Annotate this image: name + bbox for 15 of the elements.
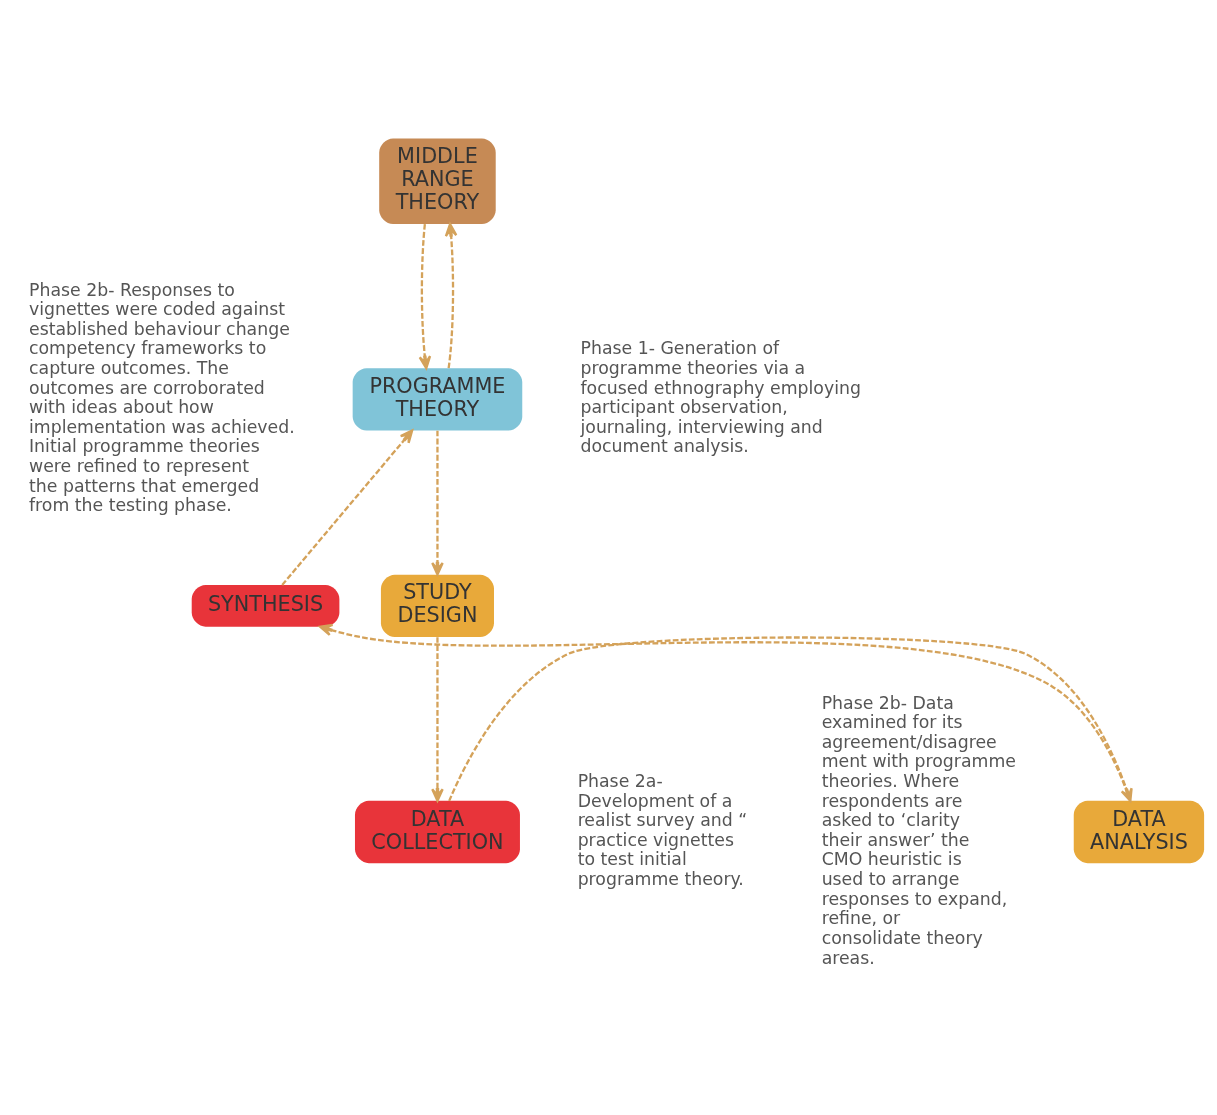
node-box: STUDY DESIGN [380, 574, 494, 637]
node-box: DATA COLLECTION [354, 800, 520, 863]
label: Phase 2b- Responses to vignettes were coded against established behaviour change competency frameworks to capture outcomes. The outcomes are corroborated with ideas about how implementation was achieved. Initial programme theories were refined to represent the patterns that emerged from the testing phase. [29, 279, 295, 515]
label: Phase 2b- Data examined for its agreement/disagree ment with programme theories. Where respondents are asked to ‘clarity their answer’ the CMO heuristic is used to arrange responses to expand, refine, or consolidate theory areas. [821, 692, 1016, 968]
label: Phase 1- Generation of programme theories via a focused ethnography employing participant observation, journaling, interviewing and document analysis. [580, 337, 861, 456]
label: Phase 2a- Development of a realist survey and “ practice vignettes to test initial programme theory. [577, 770, 748, 889]
arrow [444, 222, 458, 368]
arrow [431, 430, 444, 576]
node-box: PROGRAMME THEORY [352, 367, 523, 430]
node-box: DATA ANALYSIS [1073, 800, 1205, 863]
arrow [418, 223, 432, 369]
node-box: MIDDLE RANGE THEORY [379, 138, 496, 224]
node-box: SYNTHESIS [191, 584, 340, 627]
arrow [281, 429, 414, 586]
arrow [431, 636, 444, 802]
